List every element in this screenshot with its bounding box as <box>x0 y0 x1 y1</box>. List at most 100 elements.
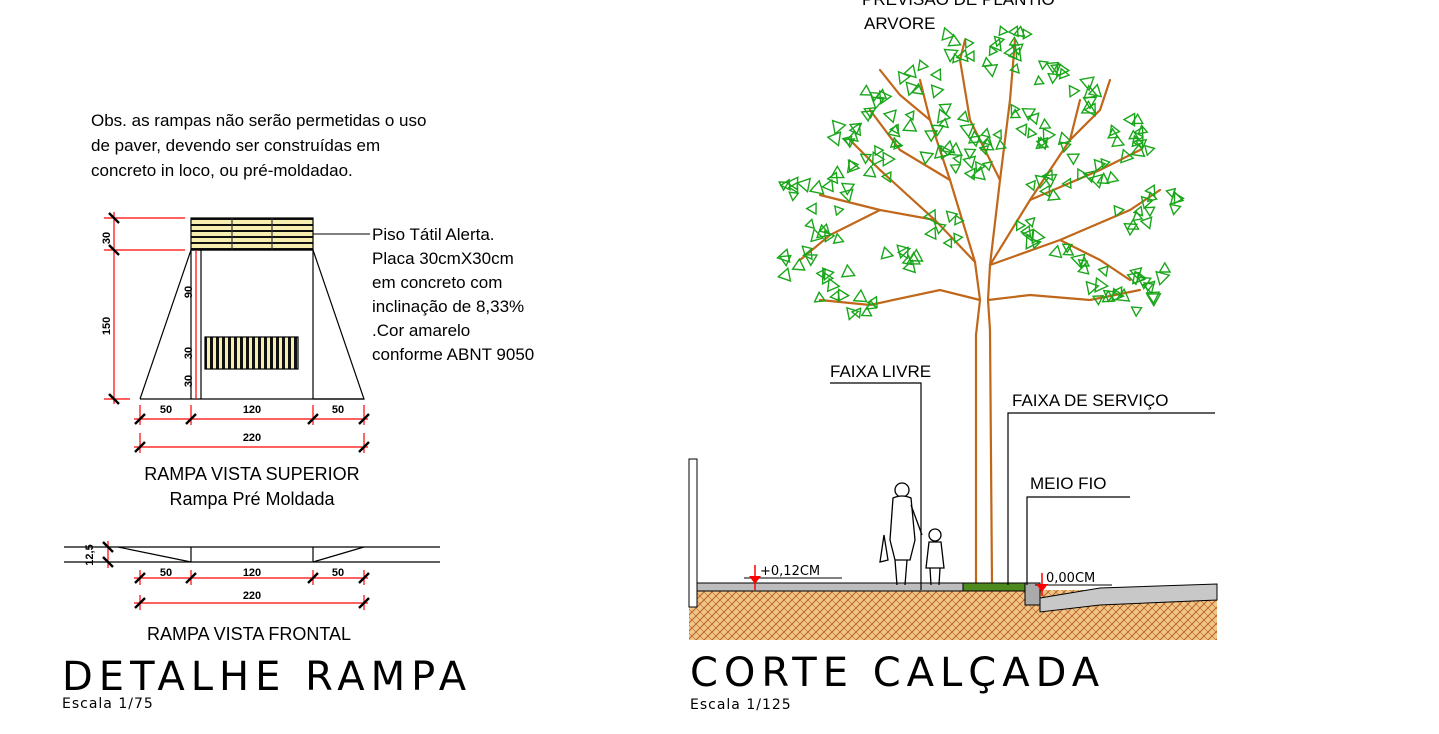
leaf <box>859 153 873 165</box>
leaf <box>923 130 939 143</box>
leaf <box>1133 126 1144 138</box>
leader-line <box>1007 412 1215 585</box>
leaf <box>941 26 956 42</box>
leaf <box>1091 295 1105 307</box>
leaf <box>1068 84 1081 99</box>
leaf <box>866 295 878 309</box>
leaf <box>865 299 878 310</box>
leaf <box>940 139 956 154</box>
leaf <box>1076 167 1089 182</box>
leaf <box>846 130 859 143</box>
leaf <box>910 82 924 95</box>
leaf <box>880 170 892 184</box>
level-sidewalk: +0,12CM <box>760 564 820 579</box>
leaf <box>1093 158 1107 172</box>
leaf <box>852 288 868 303</box>
leaf <box>1087 83 1103 98</box>
leaf <box>1085 280 1100 296</box>
leaf <box>815 223 832 239</box>
leaf <box>1066 153 1081 166</box>
leaf <box>1027 127 1038 139</box>
leaf <box>840 263 856 278</box>
dim-label: 90 <box>183 286 195 298</box>
dim-label: 50 <box>332 404 344 416</box>
leaf <box>826 130 842 147</box>
leaf <box>826 171 839 185</box>
leaf <box>808 179 825 195</box>
leaf <box>1132 205 1144 217</box>
leader-line <box>1026 496 1130 585</box>
leaf <box>1083 102 1097 117</box>
dim-label: 30 <box>183 347 195 359</box>
dim-label: 30 <box>101 232 113 244</box>
leaf <box>1078 76 1095 92</box>
leaf <box>1119 148 1135 164</box>
tactile-block-inner <box>204 336 299 370</box>
leaf <box>1033 74 1045 86</box>
leaf <box>870 95 885 110</box>
leaf <box>1021 228 1034 242</box>
leaf <box>981 160 993 172</box>
leaf <box>1035 136 1049 151</box>
callout-line: inclinação de 8,33% <box>372 297 524 316</box>
leaf <box>1062 244 1075 256</box>
leaf <box>949 163 962 175</box>
leaf <box>970 165 986 181</box>
leader-line <box>830 382 922 590</box>
leaf <box>821 178 834 193</box>
leaf <box>1038 117 1052 130</box>
leaf <box>1059 141 1072 154</box>
leaf <box>924 226 937 241</box>
leaf <box>847 159 860 172</box>
leaf <box>956 110 970 123</box>
dim-label: 12,5 <box>84 544 96 565</box>
leaf <box>1101 289 1116 303</box>
level-marker-sidewalk: +0,12CM <box>744 564 842 590</box>
leaf <box>1113 204 1126 218</box>
leaf <box>1080 100 1097 114</box>
leaf <box>860 109 874 123</box>
top-view-subcaption: Rampa Pré Moldada <box>169 489 335 509</box>
service-strip-grass <box>962 582 1026 592</box>
leaf <box>947 33 962 47</box>
dim-label: 220 <box>243 432 261 444</box>
leaf <box>1025 233 1040 250</box>
leaf <box>1158 261 1172 273</box>
dim-label: 50 <box>160 404 172 416</box>
dim-label: 120 <box>243 567 261 579</box>
right-scale: Escala 1/125 <box>690 697 792 713</box>
leaf <box>845 306 860 321</box>
dim-label: 150 <box>101 317 113 335</box>
leaf <box>832 232 845 245</box>
leaf <box>1146 190 1159 203</box>
leaf <box>1126 218 1140 230</box>
leaf <box>905 81 921 97</box>
leaf <box>1137 276 1153 290</box>
leaf <box>1130 306 1143 318</box>
leaf <box>1111 134 1126 148</box>
leaf <box>1128 267 1143 281</box>
boundary-wall <box>688 458 698 608</box>
leaf <box>1131 112 1145 125</box>
dim-label: 50 <box>160 567 172 579</box>
leaf <box>839 188 854 203</box>
leaf <box>1168 203 1182 216</box>
leaf <box>826 277 841 293</box>
leaf <box>871 151 886 167</box>
leaf <box>959 123 976 139</box>
leaf <box>1056 61 1071 78</box>
leaf <box>1037 60 1049 71</box>
leaf <box>1012 25 1026 38</box>
leaf <box>831 119 847 136</box>
leaf <box>1076 262 1090 275</box>
leaf <box>937 117 950 129</box>
leaf <box>979 127 991 138</box>
leaf <box>863 106 877 120</box>
tree-label-line2: ARVORE <box>864 14 936 33</box>
leaf <box>788 191 800 202</box>
leaf <box>896 246 909 260</box>
leaf <box>1078 256 1091 267</box>
leaf <box>938 103 953 116</box>
leaf <box>940 144 954 160</box>
tree-label: PREVISÃO DE PLANTIO ARVORE <box>862 0 1055 33</box>
